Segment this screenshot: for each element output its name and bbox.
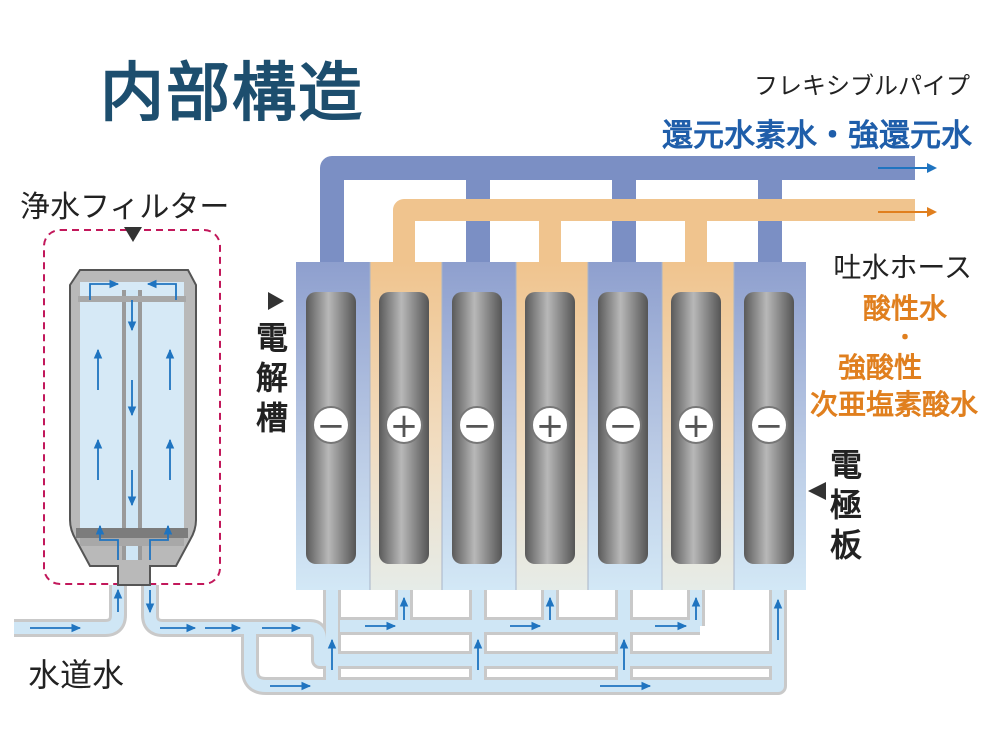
flexible-pipe-label: フレキシブルパイプ <box>754 72 970 100</box>
electrode-plate: + <box>525 292 575 564</box>
electrode-plate: + <box>379 292 429 564</box>
separator-dot: ・ <box>893 326 916 351</box>
water-filter-label: 浄水フィルター <box>20 190 230 225</box>
reduced-water-label: 還元水素水・強還元水 <box>662 118 972 154</box>
plus-sign-icon <box>531 406 569 444</box>
strong-acid-label: 強酸性 <box>837 351 922 384</box>
electrode-plate-label: 電極板 <box>829 446 862 564</box>
hypochlorous-water-label: 次亜塩素酸水 <box>809 388 978 421</box>
electrolytic-cell-label: 電解槽 <box>255 319 288 437</box>
electrode-polarity-sign: − <box>755 406 784 446</box>
electrode-plate: + <box>671 292 721 564</box>
cell-pointer-triangle-icon <box>268 292 284 310</box>
electrode-plates: − + − + − + − <box>306 292 794 564</box>
minus-sign-icon <box>750 406 788 444</box>
tap-water-label: 水道水 <box>28 656 125 694</box>
plus-sign-icon <box>677 406 715 444</box>
minus-sign-icon <box>312 406 350 444</box>
inlet-piping <box>14 585 787 695</box>
flow-arrow-icon <box>30 588 783 691</box>
electrode-polarity-sign: − <box>609 406 638 446</box>
electrode-polarity-sign: + <box>536 406 565 446</box>
page-title: 内部構造 <box>100 56 364 131</box>
minus-sign-icon <box>604 406 642 444</box>
electrode-plate: − <box>452 292 502 564</box>
filter-pointer-triangle-icon <box>124 227 142 242</box>
electrode-plate: − <box>744 292 794 564</box>
water-filter <box>43 229 221 586</box>
electrode-plate: − <box>598 292 648 564</box>
electrode-pointer-triangle-icon <box>808 482 826 500</box>
minus-sign-icon <box>458 406 496 444</box>
electrode-plate: − <box>306 292 356 564</box>
plus-sign-icon <box>385 406 423 444</box>
acid-water-label: 酸性水 <box>862 292 947 325</box>
electrode-polarity-sign: + <box>682 406 711 446</box>
electrode-polarity-sign: − <box>317 406 346 446</box>
orange-outlet-pipe <box>393 199 915 262</box>
electrode-polarity-sign: + <box>390 406 419 446</box>
outlet-hose-label: 吐水ホース <box>833 251 972 284</box>
electrode-polarity-sign: − <box>463 406 492 446</box>
